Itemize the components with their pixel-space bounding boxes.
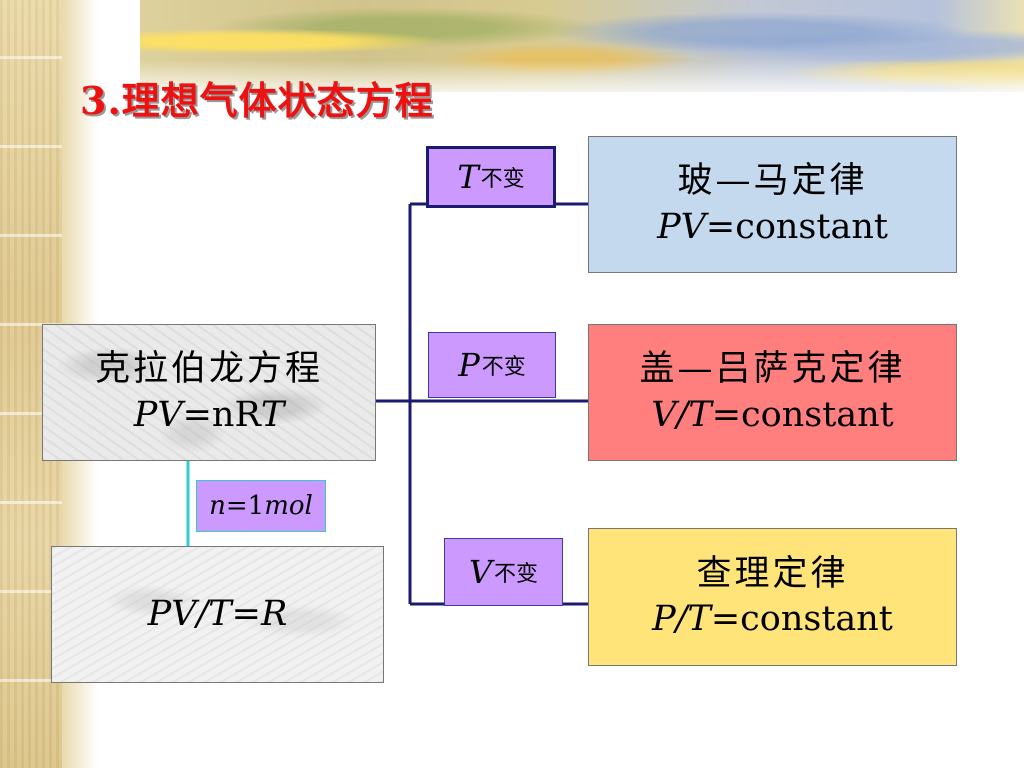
clapeyron-equation-box: 克拉伯龙方程 PV=nRT [42,324,376,461]
gas-constant-box: PV/T=R [51,546,384,683]
boyle-mariotte-law-name: 玻—马定律 [677,161,868,201]
boyle-mariotte-law-box: 玻—马定律 PV=constant [588,136,957,273]
boyle-mariotte-law-formula: PV=constant [657,206,888,247]
gay-lussac-law-name: 盖—吕萨克定律 [639,349,906,389]
charles-law-formula: P/T=constant [652,599,893,639]
gay-lussac-law-box: 盖—吕萨克定律 V/T=constant [588,324,957,461]
charles-law-name: 查理定律 [696,553,849,594]
gay-lussac-law-formula: V/T=constant [651,394,894,435]
decorative-top-banner-fade [140,60,1024,100]
clapeyron-name: 克拉伯龙方程 [94,349,323,389]
clapeyron-formula: PV=nRT [133,394,285,435]
slide-title: 3.理想气体状态方程 [80,78,434,123]
charles-law-box: 查理定律 P/T=constant [588,528,957,666]
gas-constant-formula: PV/T=R [147,593,288,634]
